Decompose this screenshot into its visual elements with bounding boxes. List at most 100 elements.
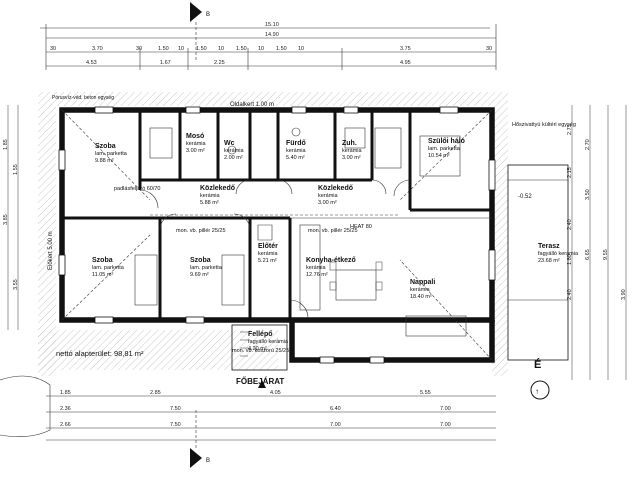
dim-label: 2.15 bbox=[567, 167, 573, 178]
svg-text:3.55: 3.55 bbox=[13, 279, 19, 290]
room-area: 5.21 m² bbox=[258, 258, 277, 264]
dim-label: 7.50 bbox=[170, 422, 181, 428]
room-area: 4.20 m² bbox=[248, 346, 267, 352]
room-name: Wc bbox=[224, 140, 235, 147]
room-name: Előtér bbox=[258, 243, 278, 250]
dim-label: 30 bbox=[50, 46, 56, 52]
dim-label: 1.67 bbox=[160, 60, 171, 66]
main-entrance-label: FŐBEJÁRAT bbox=[236, 377, 284, 386]
front-yard-label: Előkert 5.00 m bbox=[48, 231, 54, 270]
room-finish: kerámia bbox=[306, 265, 327, 271]
room-name: Szoba bbox=[190, 257, 211, 264]
svg-text:B: B bbox=[206, 12, 210, 18]
svg-text:1.85: 1.85 bbox=[3, 139, 9, 150]
room-name: Zuh. bbox=[342, 140, 357, 147]
terrace-level: -0.52 bbox=[518, 194, 532, 200]
room-finish: lam. parketta bbox=[428, 146, 461, 152]
dim-label: 3.70 bbox=[92, 46, 103, 52]
room-name: Nappali bbox=[410, 279, 435, 286]
pillar-label-1: mon. vb. pillér 25/25 bbox=[176, 228, 226, 234]
room-name: Terasz bbox=[538, 243, 560, 250]
dim-label: 2.25 bbox=[214, 60, 225, 66]
room-area: 12.76 m² bbox=[306, 272, 328, 278]
room-name: Konyha-étkező bbox=[306, 257, 356, 264]
net-area-label: nettó alapterület: 98,81 m² bbox=[56, 349, 144, 358]
entrance-step bbox=[231, 324, 288, 388]
room-name: Fürdő bbox=[286, 140, 306, 147]
dim-label: 2.75 bbox=[567, 124, 573, 135]
dim-label: 30 bbox=[136, 46, 142, 52]
room-finish: kerámia bbox=[200, 193, 221, 199]
room-area: 23.68 m² bbox=[538, 258, 560, 264]
heat-label: HEAT 80 bbox=[350, 224, 372, 230]
room-finish: kerámia bbox=[318, 193, 339, 199]
dim-label: 3.90 bbox=[621, 289, 627, 300]
dim-label: 2.36 bbox=[60, 406, 71, 412]
dim-label: 5.55 bbox=[420, 390, 431, 396]
room-name: Szoba bbox=[95, 143, 116, 150]
dim-label: 2.40 bbox=[567, 219, 573, 230]
terrace-outline bbox=[507, 164, 569, 361]
dim-label: 4.05 bbox=[270, 390, 281, 396]
dim-label: 1.50 bbox=[236, 46, 247, 52]
room-finish: kerámia bbox=[186, 141, 207, 147]
room-finish: kerámia bbox=[342, 148, 363, 154]
dim-label: 30 bbox=[486, 46, 492, 52]
front-yard-hatch bbox=[38, 106, 56, 376]
section-mark-bottom: B bbox=[190, 410, 210, 468]
room-finish: kerámia bbox=[224, 148, 245, 154]
left-dimensions: 1.85 3.85 1.55 3.55 bbox=[3, 105, 19, 330]
dim-label: 1.80 bbox=[567, 254, 573, 265]
room-area: 3.00 m² bbox=[186, 148, 205, 154]
side-yard-label: Oldalkert 1.00 m bbox=[230, 102, 274, 108]
dim-label: 4.53 bbox=[86, 60, 97, 66]
svg-text:1.55: 1.55 bbox=[13, 164, 19, 175]
room-finish: kerámia bbox=[258, 251, 279, 257]
dim-label: 10 bbox=[178, 46, 184, 52]
windows bbox=[58, 106, 496, 364]
room-finish: lam. parketta bbox=[95, 151, 128, 157]
room-finish: fagyálló kerámia bbox=[248, 339, 289, 345]
right-hatch bbox=[492, 106, 508, 376]
north-arrow-icon: ↑ bbox=[535, 387, 539, 396]
interior-walls bbox=[62, 110, 492, 320]
dim-inner: 14.90 bbox=[265, 32, 279, 38]
roof-lines bbox=[61, 109, 493, 361]
room-area: 9.88 m² bbox=[95, 158, 114, 164]
room-area: 11.05 m² bbox=[92, 272, 113, 278]
dim-label: 3.50 bbox=[585, 189, 591, 200]
room-finish: kerámia bbox=[286, 148, 307, 154]
dim-label: 3.75 bbox=[400, 46, 411, 52]
room-area: 18.40 m² bbox=[410, 294, 432, 300]
dim-label: 7.50 bbox=[170, 406, 181, 412]
outer-walls-south bbox=[289, 320, 495, 363]
dim-label: 7.00 bbox=[330, 422, 341, 428]
dim-label: 1.50 bbox=[276, 46, 287, 52]
room-name: Fellépő bbox=[248, 331, 273, 338]
dim-label: 1.85 bbox=[60, 390, 71, 396]
furniture bbox=[134, 127, 467, 337]
doors bbox=[139, 179, 411, 319]
room-name: Szoba bbox=[92, 257, 113, 264]
heat-pump-note: Hőszivattyú kültéri egység bbox=[512, 122, 576, 128]
dim-label: 4.95 bbox=[400, 60, 411, 66]
room-name: Szülői háló bbox=[428, 138, 465, 145]
room-area: 5.88 m² bbox=[200, 200, 219, 206]
room-area: 9.69 m² bbox=[190, 272, 209, 278]
dim-label: 1.50 bbox=[158, 46, 169, 52]
